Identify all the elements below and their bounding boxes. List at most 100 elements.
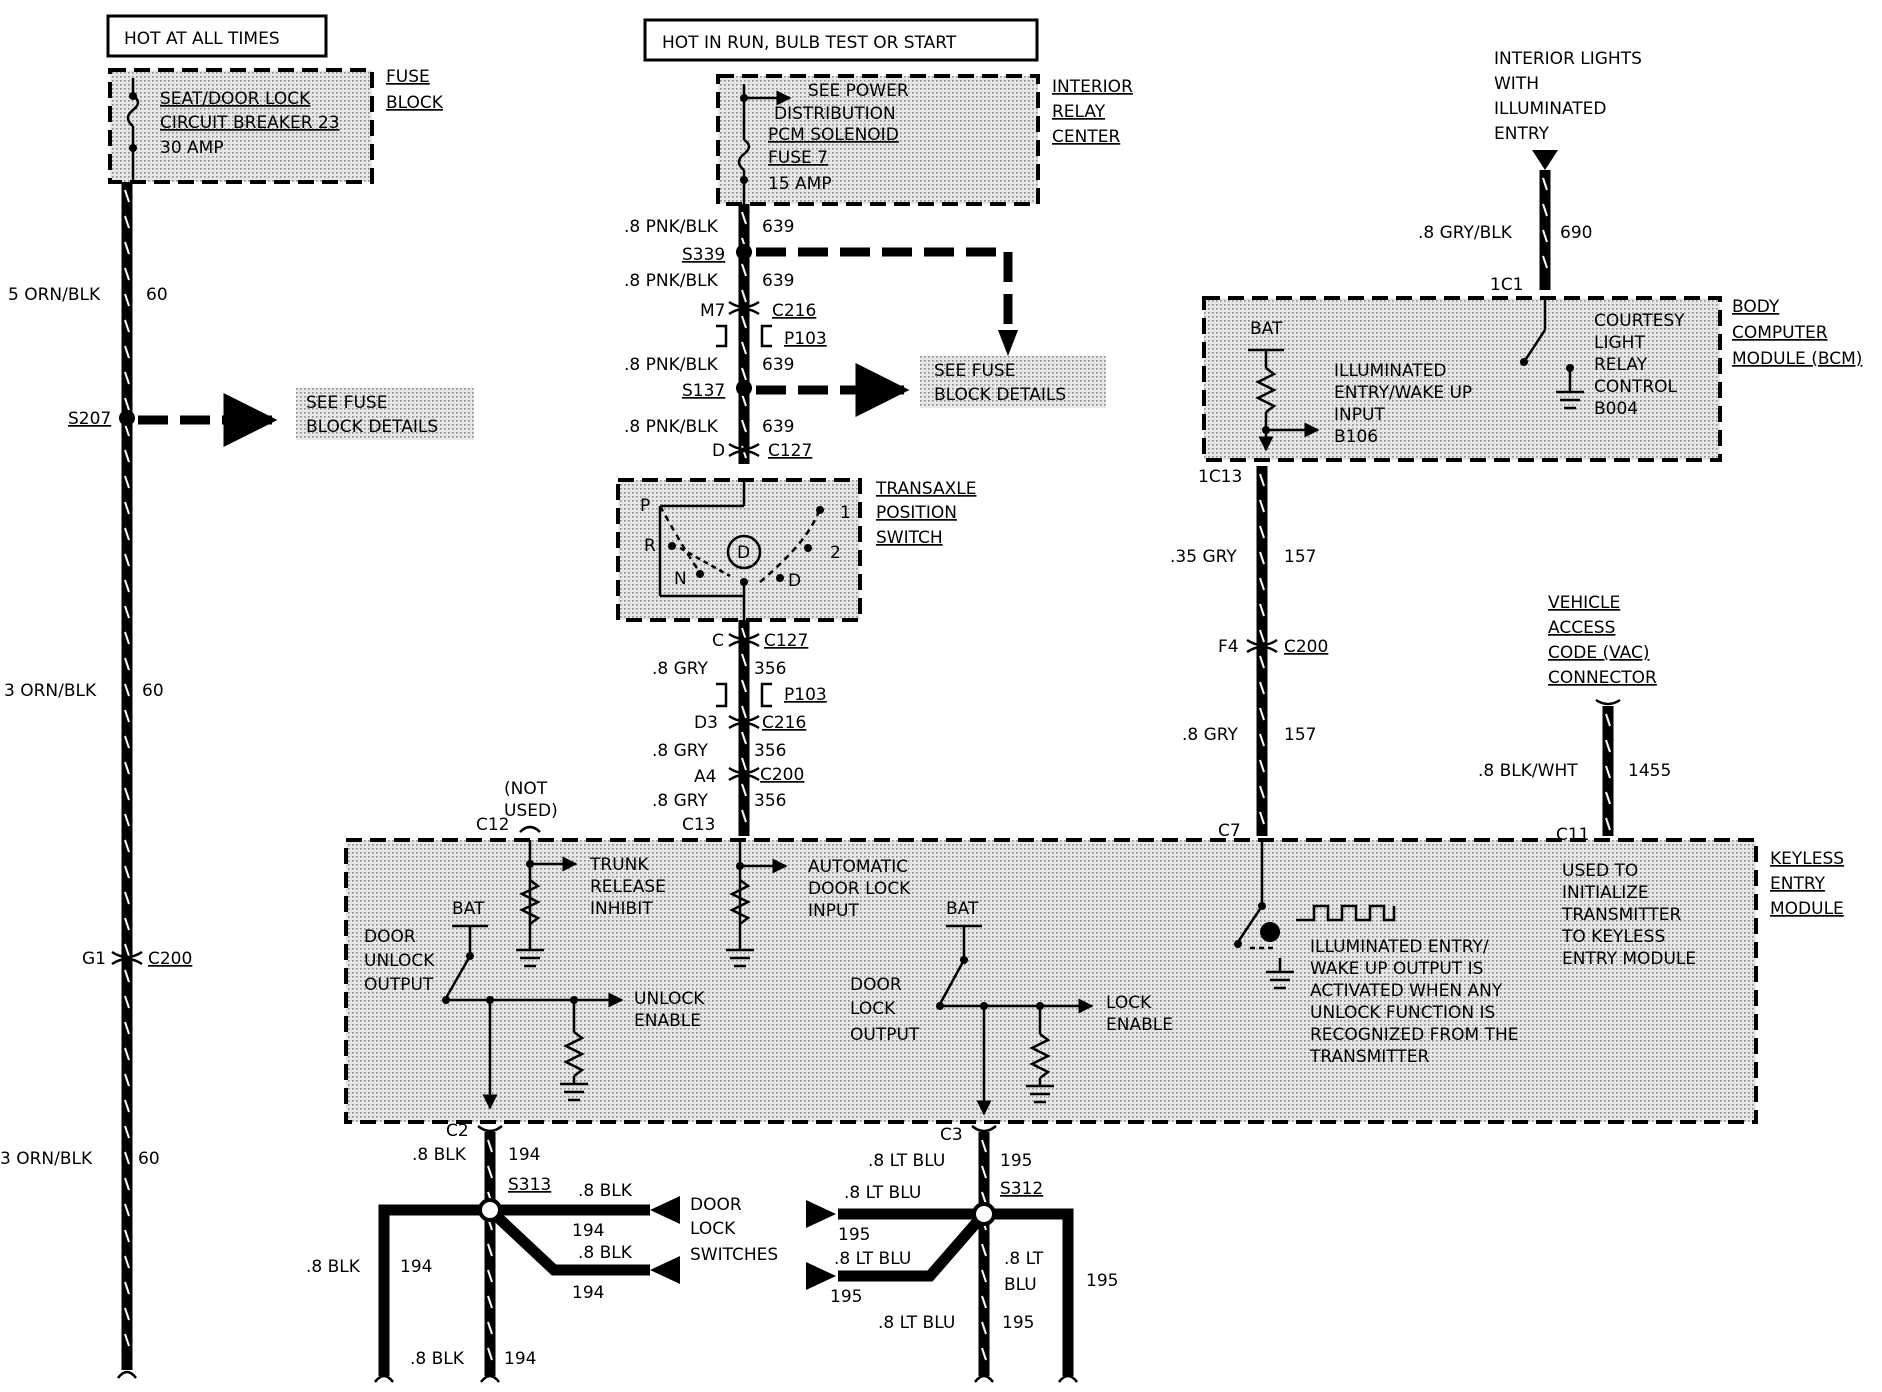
wire-label: .8 LT BLU [844,1183,921,1203]
wire-texture-tick [124,709,130,723]
svg-text:S137: S137 [682,381,725,401]
wire-texture-tick [1259,577,1265,591]
svg-text:ENTRY/WAKE UP: ENTRY/WAKE UP [1334,383,1472,403]
wire-texture-tick [741,263,747,277]
door-lock-switches-label: DOOR LOCK SWITCHES [690,1195,778,1265]
fuse-details-note-1: SEE FUSE BLOCK DETAILS [296,388,474,440]
header-hot-at-all-times: HOT AT ALL TIMES [106,14,328,58]
wire-number: 356 [754,659,786,679]
svg-text:CIRCUIT BREAKER 23: CIRCUIT BREAKER 23 [160,113,340,133]
wire-texture-tick [124,1099,130,1113]
svg-text:BAT: BAT [452,899,485,919]
connector-c-c127: C C127 [712,631,808,651]
wire-texture-tick [1259,525,1265,539]
wire-label: .8 LT BLU [868,1151,945,1171]
svg-text:ACCESS: ACCESS [1548,618,1615,638]
connector-f4-c200: F4 C200 [1218,637,1328,657]
connector-c3: C3 [940,1125,963,1145]
wire-texture-tick [124,397,130,411]
svg-text:LIGHT: LIGHT [1594,333,1645,353]
wire-texture-tick [1605,817,1611,831]
wire-texture-tick [124,553,130,567]
wire-texture-tick [1259,655,1265,669]
svg-text:C12: C12 [476,815,510,835]
wire-number: 690 [1560,223,1592,243]
wire-texture-tick [1259,707,1265,721]
wire-label: .8 BLK [412,1145,467,1165]
connector-c2: C2 [446,1121,469,1141]
svg-text:TRANSAXLE: TRANSAXLE [875,479,976,499]
wire-number: 195 [838,1225,870,1245]
svg-text:C200: C200 [148,949,192,969]
svg-text:HOT IN RUN, BULB TEST OR START: HOT IN RUN, BULB TEST OR START [662,33,957,53]
svg-text:G1: G1 [82,949,106,969]
wire-circuit-195 [806,1125,1074,1376]
wire-texture-tick [741,809,747,823]
svg-text:C: C [712,631,724,651]
svg-text:ENTRY: ENTRY [1770,874,1826,894]
svg-text:BAT: BAT [1250,319,1283,339]
wire-number: 639 [762,217,794,237]
svg-text:DOOR: DOOR [364,927,416,947]
wire-texture-tick [1605,739,1611,753]
wire-texture-tick [124,1047,130,1061]
wire-texture-tick [981,1191,987,1205]
svg-text:1: 1 [840,503,851,523]
svg-text:INTERIOR: INTERIOR [1052,77,1133,97]
transaxle-position-switch: TRANSAXLE POSITION SWITCH D P R N D 2 1 [616,478,976,622]
wire-texture-tick [1259,759,1265,773]
wire-texture-tick [1542,255,1548,269]
wire-texture-tick [741,341,747,355]
svg-text:COMPUTER: COMPUTER [1732,323,1828,343]
svg-text:N: N [674,569,687,589]
svg-text:INPUT: INPUT [1334,405,1385,425]
wire-number: 60 [142,681,164,701]
wire-texture-tick [124,293,130,307]
wire-texture-tick [1259,473,1265,487]
wire-texture-tick [487,1269,493,1283]
svg-text:KEYLESS: KEYLESS [1770,849,1844,869]
svg-text:RELEASE: RELEASE [590,877,666,897]
wire-label: .8 GRY [652,791,709,811]
svg-text:OUTPUT: OUTPUT [850,1025,920,1045]
wire-texture-tick [124,1333,130,1347]
wire-label: .8 PNK/BLK [624,355,719,375]
wire-texture-tick [1542,177,1548,191]
wire-texture-tick [124,917,130,931]
wire-texture-tick [741,757,747,771]
wire-number: 194 [504,1349,536,1369]
fuse-details-note-2: SEE FUSE BLOCK DETAILS [920,356,1106,408]
wire-texture-tick [1259,733,1265,747]
wire-texture-tick [124,683,130,697]
wire-texture-tick [981,1243,987,1257]
svg-text:A4: A4 [694,767,716,787]
wire-texture-tick [124,995,130,1009]
wire-texture-tick [1259,811,1265,825]
svg-text:LOCK: LOCK [690,1219,736,1239]
svg-text:C127: C127 [768,441,812,461]
wire-label: .8 GRY [1182,725,1239,745]
wire-texture-tick [741,367,747,381]
wire-texture-tick [1259,551,1265,565]
wire-texture-tick [741,315,747,329]
svg-text:USED): USED) [504,801,558,821]
connector-c13: C13 [682,815,716,835]
wire-texture-tick [124,1255,130,1269]
wire-texture-tick [124,1177,130,1191]
svg-text:B106: B106 [1334,427,1378,447]
svg-text:UNLOCK: UNLOCK [634,989,705,1009]
svg-text:D: D [712,441,725,461]
svg-text:2: 2 [830,543,841,563]
svg-text:RECOGNIZED FROM THE: RECOGNIZED FROM THE [1310,1025,1519,1045]
svg-text:R: R [644,536,656,556]
svg-text:ENTRY MODULE: ENTRY MODULE [1562,949,1696,969]
svg-text:ENABLE: ENABLE [1106,1015,1173,1035]
wire-texture-tick [741,289,747,303]
wire-texture-tick [124,371,130,385]
svg-text:BLOCK DETAILS: BLOCK DETAILS [306,417,438,437]
splice-s339: S339 [682,244,1018,356]
wire-label: .8 GRY [652,659,709,679]
svg-text:D3: D3 [694,713,718,733]
wire-label: BLU [1004,1275,1037,1295]
